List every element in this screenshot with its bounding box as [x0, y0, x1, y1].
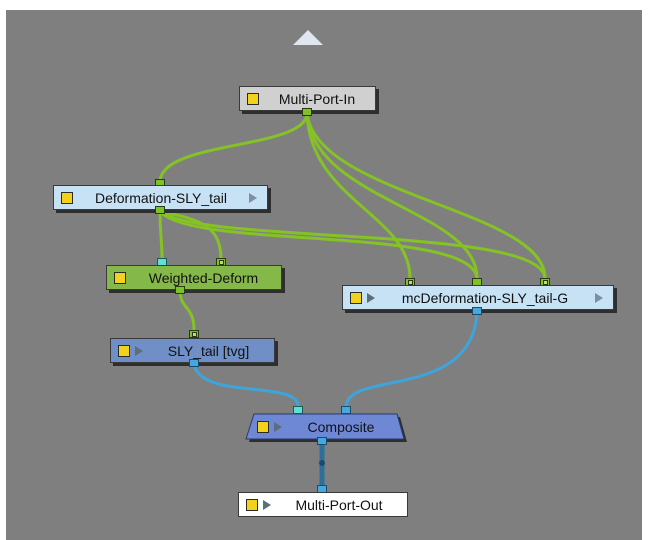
node-label: SLY_tail [tvg] [167, 342, 250, 359]
output-port[interactable] [189, 359, 199, 367]
wire-in-to-mc-port-2[interactable] [305, 111, 479, 280]
output-port[interactable] [472, 307, 482, 315]
node-label: Weighted-Deform [148, 269, 259, 286]
yellow-square-icon[interactable] [257, 420, 269, 433]
wire-deformation-to-weighted-1[interactable] [158, 209, 164, 260]
node-label: Multi-Port-Out [295, 496, 383, 513]
up-arrow-icon[interactable] [293, 30, 323, 45]
wire-in-to-mc-port-3[interactable] [305, 111, 547, 280]
yellow-square-icon[interactable] [114, 271, 126, 284]
node-deformation-sly-tail[interactable]: Deformation-SLY_tail [53, 185, 268, 210]
yellow-square-icon[interactable] [246, 498, 258, 511]
node-composite[interactable]: Composite [250, 414, 400, 439]
node-label: mcDeformation-SLY_tail-G [401, 289, 569, 306]
input-port[interactable] [293, 406, 303, 414]
input-port[interactable] [189, 330, 199, 338]
node-label: Composite [307, 418, 375, 435]
node-label: Deformation-SLY_tail [94, 189, 228, 206]
wire-deformation-to-mc-1[interactable] [158, 209, 479, 280]
node-weighted-deform[interactable]: Weighted-Deform [106, 265, 282, 290]
yellow-square-icon[interactable] [118, 344, 130, 357]
node-multi-port-out[interactable]: Multi-Port-Out [238, 492, 408, 517]
wire-weighted-to-slytail[interactable] [178, 288, 196, 332]
wire-in-to-deformation[interactable] [158, 111, 309, 184]
play-triangle-icon[interactable] [263, 499, 271, 510]
output-port[interactable] [155, 206, 165, 214]
node-multi-port-in[interactable]: Multi-Port-In [239, 86, 376, 111]
wire-mc-to-composite[interactable] [344, 312, 479, 408]
wire-in-to-mc-port-1[interactable] [305, 111, 412, 280]
play-triangle-icon[interactable] [274, 421, 282, 432]
yellow-square-icon[interactable] [247, 92, 259, 105]
output-port[interactable] [302, 108, 312, 116]
node-label: Multi-Port-In [278, 90, 356, 107]
output-port[interactable] [175, 286, 185, 294]
play-triangle-icon[interactable] [367, 292, 375, 303]
play-triangle-icon[interactable] [135, 345, 143, 356]
wire-slytail-to-composite[interactable] [192, 362, 300, 408]
play-triangle-icon[interactable] [249, 192, 257, 203]
play-triangle-icon[interactable] [595, 292, 603, 303]
wire-deformation-to-mc-2[interactable] [158, 209, 547, 280]
yellow-square-icon[interactable] [350, 291, 362, 304]
yellow-square-icon[interactable] [61, 191, 73, 204]
node-sly-tail-tvg[interactable]: SLY_tail [tvg] [110, 338, 275, 363]
input-port[interactable] [341, 406, 351, 414]
output-port[interactable] [317, 437, 327, 445]
